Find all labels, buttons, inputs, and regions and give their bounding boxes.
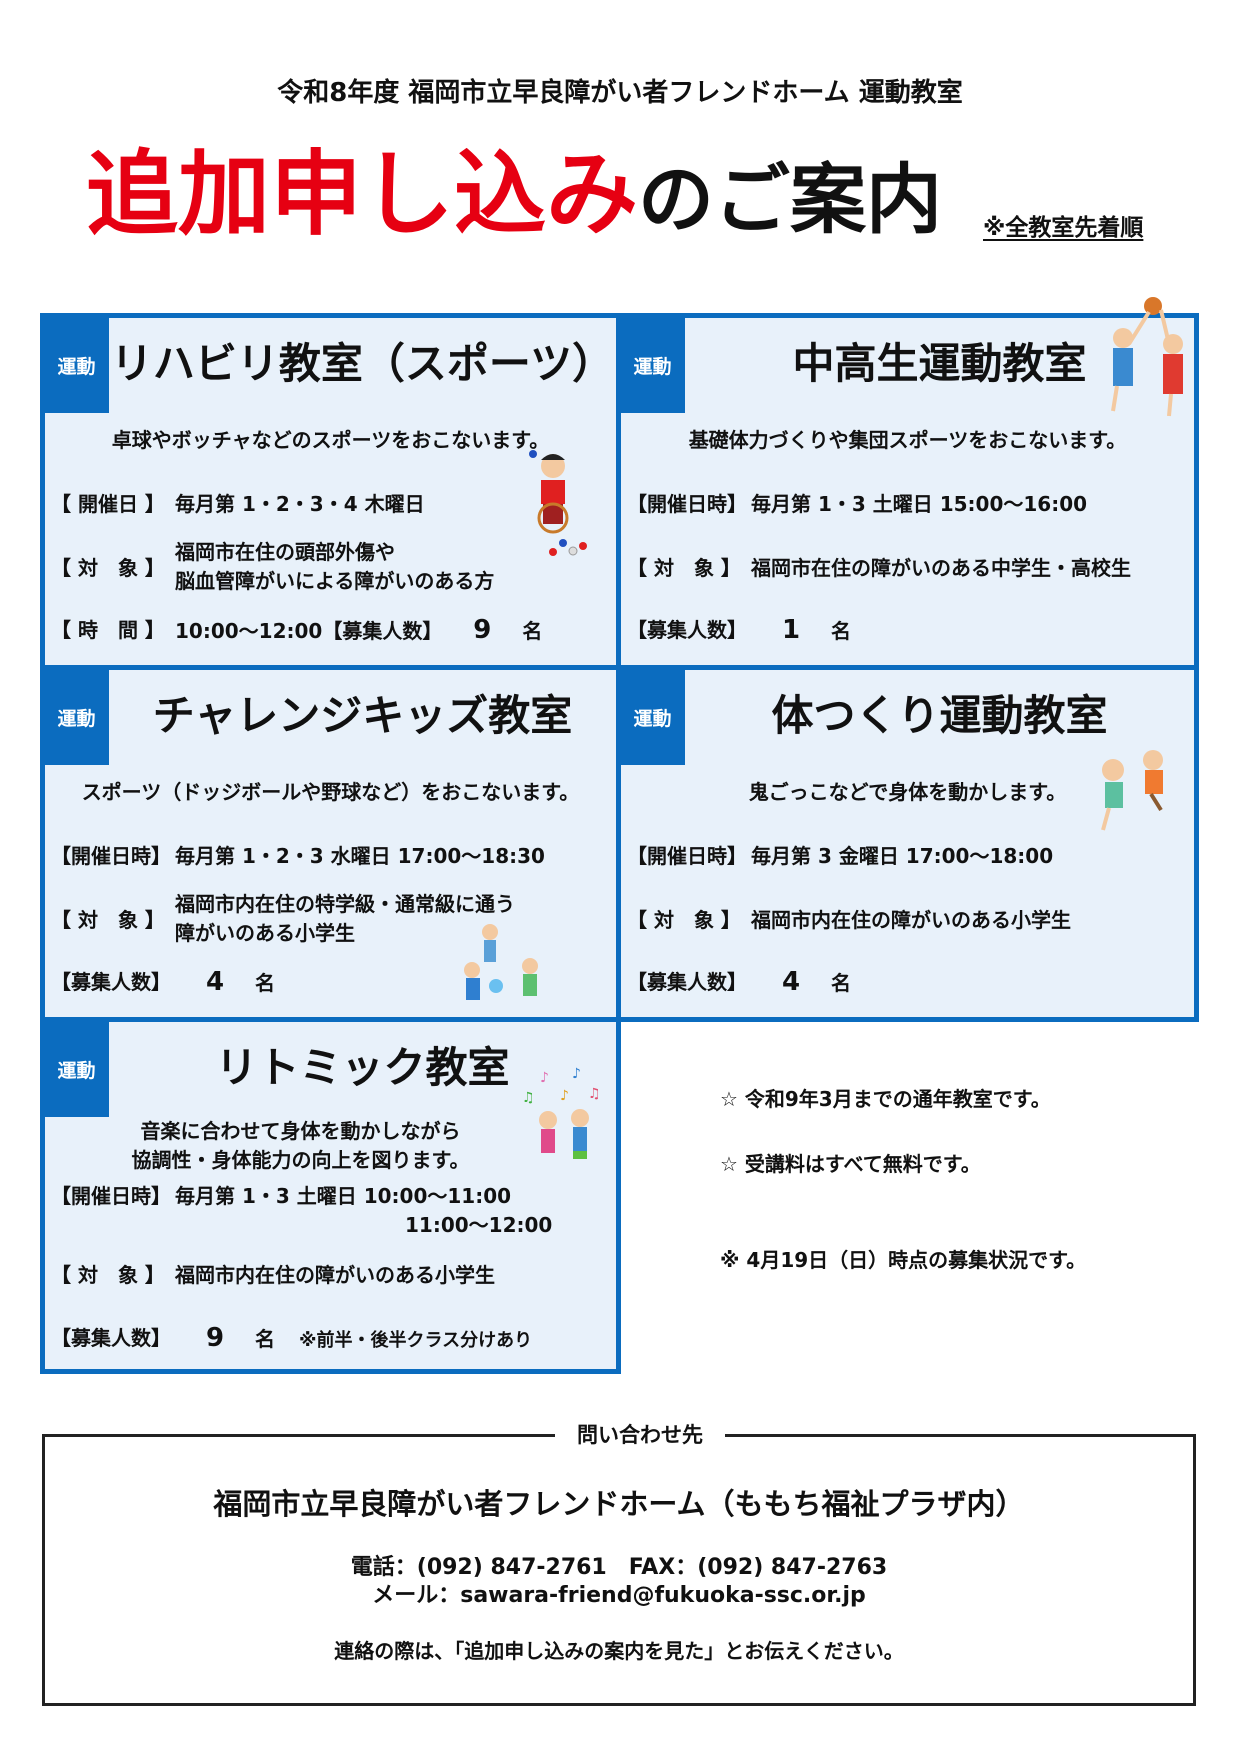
facility-name: 福岡市立早良障がい者フレンドホーム（ももち福祉プラザ内）	[213, 1487, 1025, 1521]
class-card-challenge-kids: 運動 チャレンジキッズ教室 スポーツ（ドッジボールや野球など）をおこないます。 …	[40, 665, 621, 1022]
contact-heading: 問い合わせ先	[555, 1419, 725, 1449]
dodgeball-illustration	[464, 924, 538, 1000]
basketball-illustration	[1111, 297, 1183, 417]
contact-box: 問い合わせ先 福岡市立早良障がい者フレンドホーム（ももち福祉プラザ内） 電話：(…	[42, 1419, 1196, 1706]
class-description: 卓球やボッチャなどのスポーツをおこないます。	[111, 428, 550, 452]
capacity-unit: 名	[831, 971, 851, 995]
capacity-count: 4	[781, 967, 801, 997]
svg-text:♪: ♪	[572, 1066, 581, 1082]
class-title: リハビリ教室（スポーツ）	[110, 339, 615, 388]
row-label: 【 時 間 】	[51, 618, 165, 642]
svg-text:♫: ♫	[522, 1090, 535, 1106]
row-value: 9 名 ※前半・後半クラス分けあり	[175, 1324, 532, 1355]
class-split-note: ※前半・後半クラス分けあり	[299, 1330, 533, 1351]
category-tag: 運動	[620, 317, 685, 413]
row-label: 【開催日時】	[627, 492, 747, 516]
row-value: 10:00〜12:00【募集人数】 9 名	[175, 616, 542, 646]
class-description: 基礎体力づくりや集団スポーツをおこないます。	[688, 428, 1127, 452]
capacity-unit: 名	[522, 619, 543, 643]
row-label: 【募集人数】	[51, 970, 171, 994]
row-value: 福岡市内在住の障がいのある小学生	[751, 908, 1071, 932]
class-title: チャレンジキッズ教室	[152, 691, 573, 740]
row-value: 毎月第 1・3 土曜日 10:00〜11:00	[175, 1184, 512, 1208]
tag-game-illustration	[1101, 750, 1163, 831]
row-label: 【開催日時】	[51, 844, 171, 868]
class-title: 体つくり運動教室	[771, 691, 1108, 740]
title-red: 追加申し込み	[86, 141, 639, 248]
class-title: 中高生運動教室	[792, 339, 1087, 388]
row-label: 【開催日時】	[627, 844, 747, 868]
first-come-note: ※全教室先着順	[983, 215, 1144, 241]
music-kids-illustration: ♪♪♫♪♫	[522, 1066, 601, 1159]
svg-text:♫: ♫	[588, 1086, 601, 1102]
row-label: 【募集人数】	[51, 1326, 171, 1350]
category-tag: 運動	[44, 317, 109, 413]
capacity-count: 9	[205, 1323, 225, 1353]
row-value: 福岡市在住の頭部外傷や	[175, 540, 395, 564]
row-label: 【 対 象 】	[51, 908, 165, 932]
header-subtitle: 令和8年度 福岡市立早良障がい者フレンドホーム 運動教室	[277, 78, 963, 108]
capacity-count: 4	[205, 967, 225, 997]
row-value: 毎月第 1・3 土曜日 15:00〜16:00	[751, 492, 1088, 516]
capacity-count: 9	[473, 615, 492, 645]
row-label: 【 対 象 】	[627, 908, 741, 932]
class-description: 鬼ごっこなどで身体を動かします。	[748, 780, 1067, 804]
row-label: 【 開催日 】	[51, 492, 165, 516]
row-label: 【募集人数】	[627, 618, 747, 642]
wheelchair-boccia-illustration	[529, 450, 587, 556]
class-card-body-building: 運動 体つくり運動教室 鬼ごっこなどで身体を動かします。 【開催日時】 毎月第 …	[616, 665, 1199, 1022]
phone-fax: 電話：(092) 847-2761 FAX：(092) 847-2763	[350, 1555, 888, 1580]
class-card-rhythmic: 運動 リトミック教室 音楽に合わせて身体を動かしながら 協調性・身体能力の向上を…	[40, 1017, 621, 1374]
title-black: のご案内	[638, 155, 943, 244]
class-title: リトミック教室	[215, 1043, 510, 1092]
class-description: スポーツ（ドッジボールや野球など）をおこないます。	[81, 780, 580, 804]
row-value: 脳血管障がいによる障がいのある方	[175, 569, 495, 593]
svg-text:♪: ♪	[540, 1070, 549, 1086]
class-description: 協調性・身体能力の向上を図ります。	[131, 1148, 470, 1172]
time-and-label: 10:00〜12:00【募集人数】	[175, 619, 443, 643]
category-tag: 運動	[44, 669, 109, 765]
note-free: ☆ 受講料はすべて無料です。	[720, 1152, 981, 1176]
email-link[interactable]: メール：sawara-friend@fukuoka-ssc.or.jp	[372, 1583, 866, 1608]
capacity-count: 1	[781, 615, 801, 645]
svg-text:♪: ♪	[560, 1088, 569, 1104]
class-description: 音楽に合わせて身体を動かしながら	[140, 1119, 461, 1143]
row-value: 障がいのある小学生	[175, 921, 355, 945]
row-value: 毎月第 1・2・3 水曜日 17:00〜18:30	[175, 844, 545, 868]
capacity-unit: 名	[831, 619, 851, 643]
capacity-unit: 名	[255, 1327, 275, 1351]
class-card-rehab: 運動 リハビリ教室（スポーツ） 卓球やボッチャなどのスポーツをおこないます。 【…	[40, 313, 621, 670]
row-label: 【募集人数】	[627, 970, 747, 994]
row-label: 【開催日時】	[51, 1184, 171, 1208]
row-value: 福岡市在住の障がいのある中学生・高校生	[751, 556, 1131, 580]
capacity-unit: 名	[255, 971, 275, 995]
page-title: 追加申し込みのご案内	[86, 140, 942, 255]
row-value: 毎月第 1・2・3・4 木曜日	[175, 492, 425, 516]
note-year-round: ☆ 令和9年3月までの通年教室です。	[720, 1087, 1051, 1111]
row-value: 毎月第 3 金曜日 17:00〜18:00	[751, 844, 1054, 868]
note-status-date: ※ 4月19日（日）時点の募集状況です。	[720, 1248, 1087, 1272]
contact-message: 連絡の際は、「追加申し込みの案内を見た」とお伝えください。	[334, 1639, 904, 1663]
row-label: 【 対 象 】	[51, 1263, 165, 1287]
category-tag: 運動	[44, 1021, 109, 1117]
category-tag: 運動	[620, 669, 685, 765]
row-label: 【 対 象 】	[627, 556, 741, 580]
row-value: 福岡市内在住の特学級・通常級に通う	[175, 892, 515, 916]
row-value: 福岡市内在住の障がいのある小学生	[175, 1263, 495, 1287]
row-label: 【 対 象 】	[51, 556, 165, 580]
class-card-junior-high: 運動 中高生運動教室 基礎体力づくりや集団スポーツをおこないます。 【開催日時】…	[616, 297, 1199, 670]
row-value: 11:00〜12:00	[405, 1213, 553, 1237]
